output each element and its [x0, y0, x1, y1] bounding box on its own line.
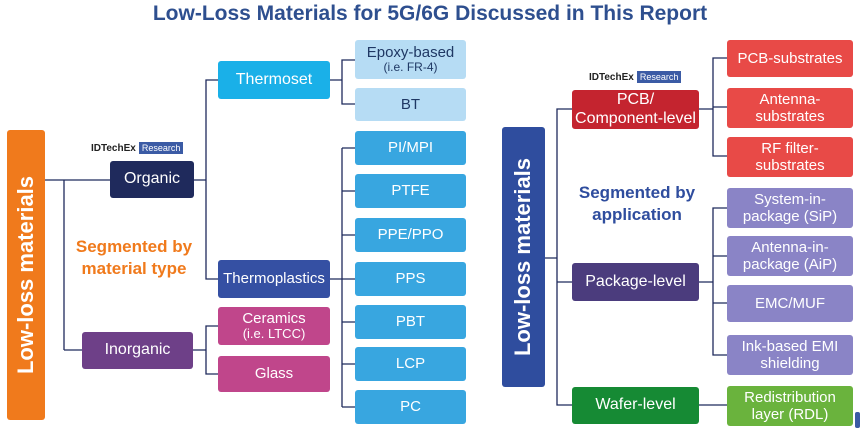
node-ppe-ppo: PPE/PPO: [355, 218, 466, 252]
logo-brand-right: IDTechEx: [589, 71, 634, 83]
epoxy-label: Epoxy-based: [366, 43, 455, 61]
materials-bar-right: Low-loss materials: [502, 127, 545, 387]
idtechex-logo-left: IDTechEx Research: [91, 142, 184, 154]
node-sip: System-in-package (SiP): [727, 188, 853, 228]
logo-brand: IDTechEx: [91, 142, 136, 154]
segment-label-application: Segmented by application: [578, 183, 696, 225]
node-emc-muf: EMC/MUF: [727, 285, 853, 322]
node-bt: BT: [355, 88, 466, 121]
epoxy-sublabel: (i.e. FR-4): [383, 60, 438, 75]
node-epoxy: Epoxy-based (i.e. FR-4): [355, 40, 466, 79]
node-package-level: Package-level: [572, 263, 699, 301]
node-thermoplastics: Thermoplastics: [218, 260, 330, 298]
node-antenna-substrates: Antenna-substrates: [727, 88, 853, 128]
scroll-indicator[interactable]: [855, 412, 860, 428]
logo-tag-right: Research: [636, 71, 682, 83]
node-pi-mpi: PI/MPI: [355, 131, 466, 165]
node-rf-filter-substrates: RF filter-substrates: [727, 137, 853, 177]
node-pcb-substrates: PCB-substrates: [727, 40, 853, 77]
node-organic: Organic: [110, 161, 194, 198]
node-pps: PPS: [355, 262, 466, 296]
node-wafer-level: Wafer-level: [572, 387, 699, 424]
materials-bar-left: Low-loss materials: [7, 130, 45, 420]
node-ink-emi-shielding: Ink-based EMI shielding: [727, 335, 853, 375]
segment-label-material: Segmented by material type: [75, 237, 193, 279]
node-inorganic: Inorganic: [82, 332, 193, 369]
node-aip: Antenna-in-package (AiP): [727, 236, 853, 276]
node-ceramics: Ceramics (i.e. LTCC): [218, 307, 330, 345]
logo-tag: Research: [138, 142, 184, 154]
node-glass: Glass: [218, 356, 330, 392]
ceramics-label: Ceramics: [242, 309, 306, 327]
node-rdl: Redistribution layer (RDL): [727, 386, 853, 426]
node-pcb-component: PCB/ Component-level: [572, 90, 699, 129]
page-title: Low-Loss Materials for 5G/6G Discussed i…: [152, 2, 708, 25]
materials-bar-right-label: Low-loss materials: [510, 157, 536, 357]
node-pc: PC: [355, 390, 466, 424]
idtechex-logo-right: IDTechEx Research: [589, 71, 682, 83]
node-lcp: LCP: [355, 347, 466, 381]
node-ptfe: PTFE: [355, 174, 466, 208]
ceramics-sublabel: (i.e. LTCC): [242, 326, 306, 342]
node-thermoset: Thermoset: [218, 61, 330, 99]
materials-bar-left-label: Low-loss materials: [13, 175, 39, 375]
node-pbt: PBT: [355, 305, 466, 339]
